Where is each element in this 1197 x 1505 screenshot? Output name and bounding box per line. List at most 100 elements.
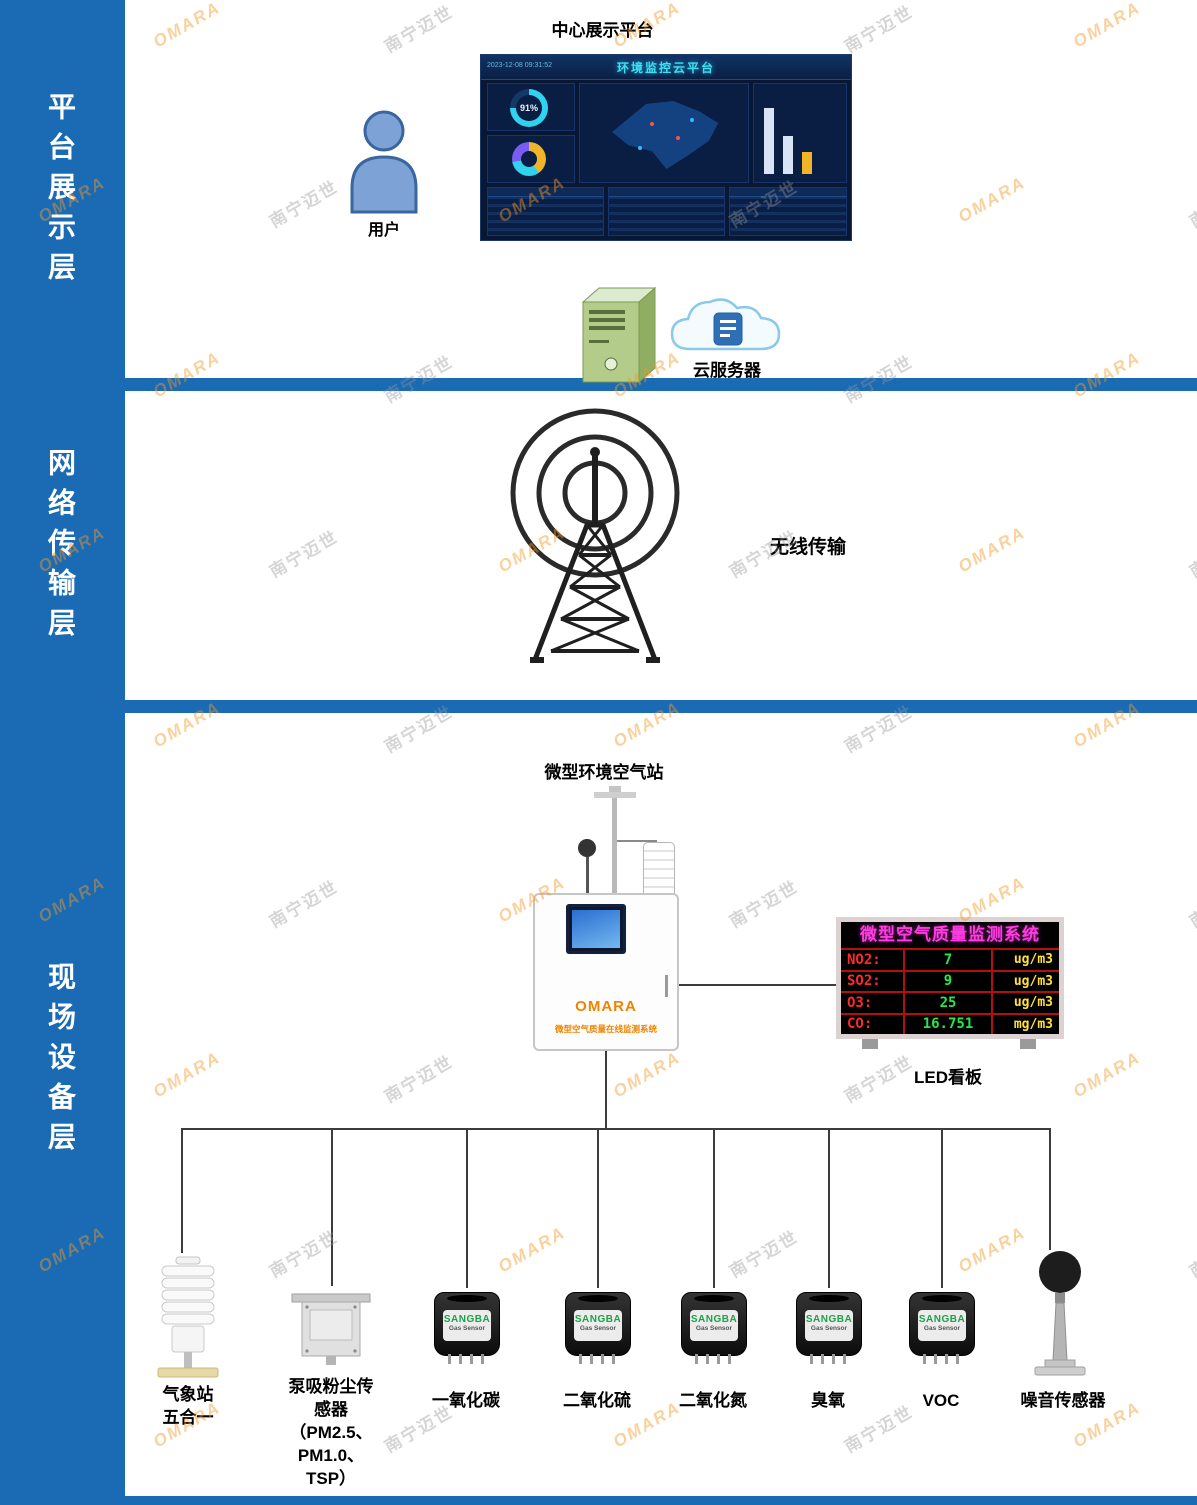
gas-pins: [794, 1354, 862, 1364]
user-icon: [345, 108, 423, 219]
layer-label-field: 现场设备层: [45, 962, 76, 1162]
cloud-icon: [662, 287, 788, 364]
led-value: 9: [903, 971, 993, 991]
dashboard-header: 环境监控云平台: [481, 55, 851, 80]
gas-sensor-co: SANGBA Gas Sensor: [432, 1288, 500, 1366]
station-mast-cap: [594, 792, 636, 798]
watermark-text: 南宁迈世: [381, 1052, 457, 1107]
watermark-text: OMARA: [954, 1222, 1029, 1277]
led-value: 16.751: [903, 1014, 993, 1034]
layer-divider-1: [125, 378, 1197, 391]
map-dot: [676, 136, 680, 140]
led-title: 微型空气质量监测系统: [841, 922, 1059, 950]
watermark-text: OMARA: [149, 1047, 224, 1102]
china-map-shape: [612, 100, 719, 170]
watermark-text: 南宁迈世: [726, 877, 802, 932]
led-label: SO2:: [847, 973, 881, 990]
watermark-text: OMARA: [149, 0, 224, 52]
dashboard-datetime: 2023-12-08 09:31:52: [487, 62, 552, 69]
watermark-text: 南宁迈世: [841, 2, 917, 57]
gas-brand-text: SANGBA: [443, 1314, 491, 1325]
station-drop-line: [605, 1051, 607, 1130]
led-row-co: CO: 16.751 mg/m3: [841, 1012, 1059, 1034]
gas-sensor-so2: SANGBA Gas Sensor: [563, 1288, 631, 1366]
led-foot: [862, 1039, 878, 1049]
dashboard-donut-panel: [487, 135, 575, 183]
watermark-text: OMARA: [954, 172, 1029, 227]
station-mast-top: [609, 786, 621, 792]
drop-noise: [1049, 1128, 1051, 1250]
watermark-text: 南宁迈世: [381, 2, 457, 57]
gas-sub-text: Gas Sensor: [923, 1325, 961, 1332]
cabinet-caption: 微型空气质量在线监测系统: [554, 1024, 657, 1034]
led-label: CO:: [847, 1016, 873, 1033]
sensor-arm: [617, 840, 657, 842]
led-unit: ug/m3: [1013, 952, 1053, 968]
led-row-so2: SO2: 9 ug/m3: [841, 969, 1059, 991]
device-label-co: 一氧化碳: [432, 1391, 500, 1410]
dust-sensor-device: [286, 1284, 376, 1373]
user-label: 用户: [367, 222, 400, 239]
layer-sidebar: 平台展示层 网络传输层 现场设备层: [0, 0, 125, 1505]
dashboard-gauge-panel: 91%: [487, 83, 575, 131]
shelter-sensor: [643, 842, 675, 902]
gas-sub-text: Gas Sensor: [695, 1325, 733, 1332]
gas-pins: [679, 1354, 747, 1364]
air-station-title: 微型环境空气站: [544, 763, 664, 782]
drop-co: [466, 1128, 468, 1288]
device-label-so2: 二氧化硫: [563, 1391, 631, 1410]
device-label-o3: 臭氧: [811, 1391, 845, 1410]
led-unit: ug/m3: [1013, 995, 1053, 1011]
cabinet-handle: [665, 975, 668, 997]
drop-so2: [597, 1128, 599, 1288]
device-label-voc: VOC: [922, 1391, 960, 1410]
watermark-text: 南宁迈世: [1186, 1227, 1197, 1282]
device-label-noise: 噪音传感器: [1020, 1391, 1106, 1410]
watermark-text: OMARA: [1069, 0, 1144, 52]
wireless-label: 无线传输: [769, 537, 846, 558]
led-row-no2: NO2: 7 ug/m3: [841, 950, 1059, 970]
cabinet-brand: OMARA: [575, 998, 637, 1015]
sound-probe-ball: [578, 839, 596, 857]
led-unit: ug/m3: [1013, 973, 1053, 989]
watermark-text: OMARA: [609, 1047, 684, 1102]
gas-pins: [563, 1354, 631, 1364]
drop-voc: [941, 1128, 943, 1288]
watermark-text: 南宁迈世: [1186, 177, 1197, 232]
gauge-value: 91%: [516, 95, 542, 121]
led-row-o3: O3: 25 ug/m3: [841, 991, 1059, 1013]
dashboard-table-3: [729, 187, 847, 236]
map-dot: [690, 118, 694, 122]
led-unit: mg/m3: [1013, 1016, 1053, 1032]
gas-pins: [432, 1354, 500, 1364]
gas-brand-text: SANGBA: [574, 1314, 622, 1325]
cloud-server-label: 云服务器: [693, 361, 761, 380]
air-station-cabinet: OMARA 微型空气质量在线监测系统: [533, 893, 679, 1051]
map-dot: [650, 122, 654, 126]
gas-brand-text: SANGBA: [805, 1314, 853, 1325]
watermark-text: OMARA: [1069, 1047, 1144, 1102]
watermark-text: 南宁迈世: [266, 177, 342, 232]
watermark-text: 南宁迈世: [266, 527, 342, 582]
dashboard-table-2: [608, 187, 725, 236]
gas-pins: [907, 1354, 975, 1364]
donut-chart: [512, 142, 546, 176]
layer-divider-2: [125, 700, 1197, 713]
noise-sensor-device: [1025, 1248, 1095, 1385]
led-value: 7: [903, 950, 993, 970]
sound-probe-stick: [586, 856, 589, 894]
watermark-text: OMARA: [1069, 347, 1144, 402]
gas-sub-text: Gas Sensor: [810, 1325, 848, 1332]
drop-weather: [181, 1128, 183, 1253]
layer-label-platform: 平台展示层: [45, 92, 76, 292]
watermark-text: OMARA: [494, 1222, 569, 1277]
led-value: 25: [903, 993, 993, 1013]
gas-brand-text: SANGBA: [690, 1314, 738, 1325]
drop-dust: [331, 1128, 333, 1286]
device-label-no2: 二氧化氮: [679, 1391, 747, 1410]
watermark-text: 南宁迈世: [1186, 527, 1197, 582]
led-label: O3:: [847, 994, 873, 1011]
cabinet-screen: [566, 904, 626, 954]
gauge-ring: 91%: [510, 89, 548, 127]
